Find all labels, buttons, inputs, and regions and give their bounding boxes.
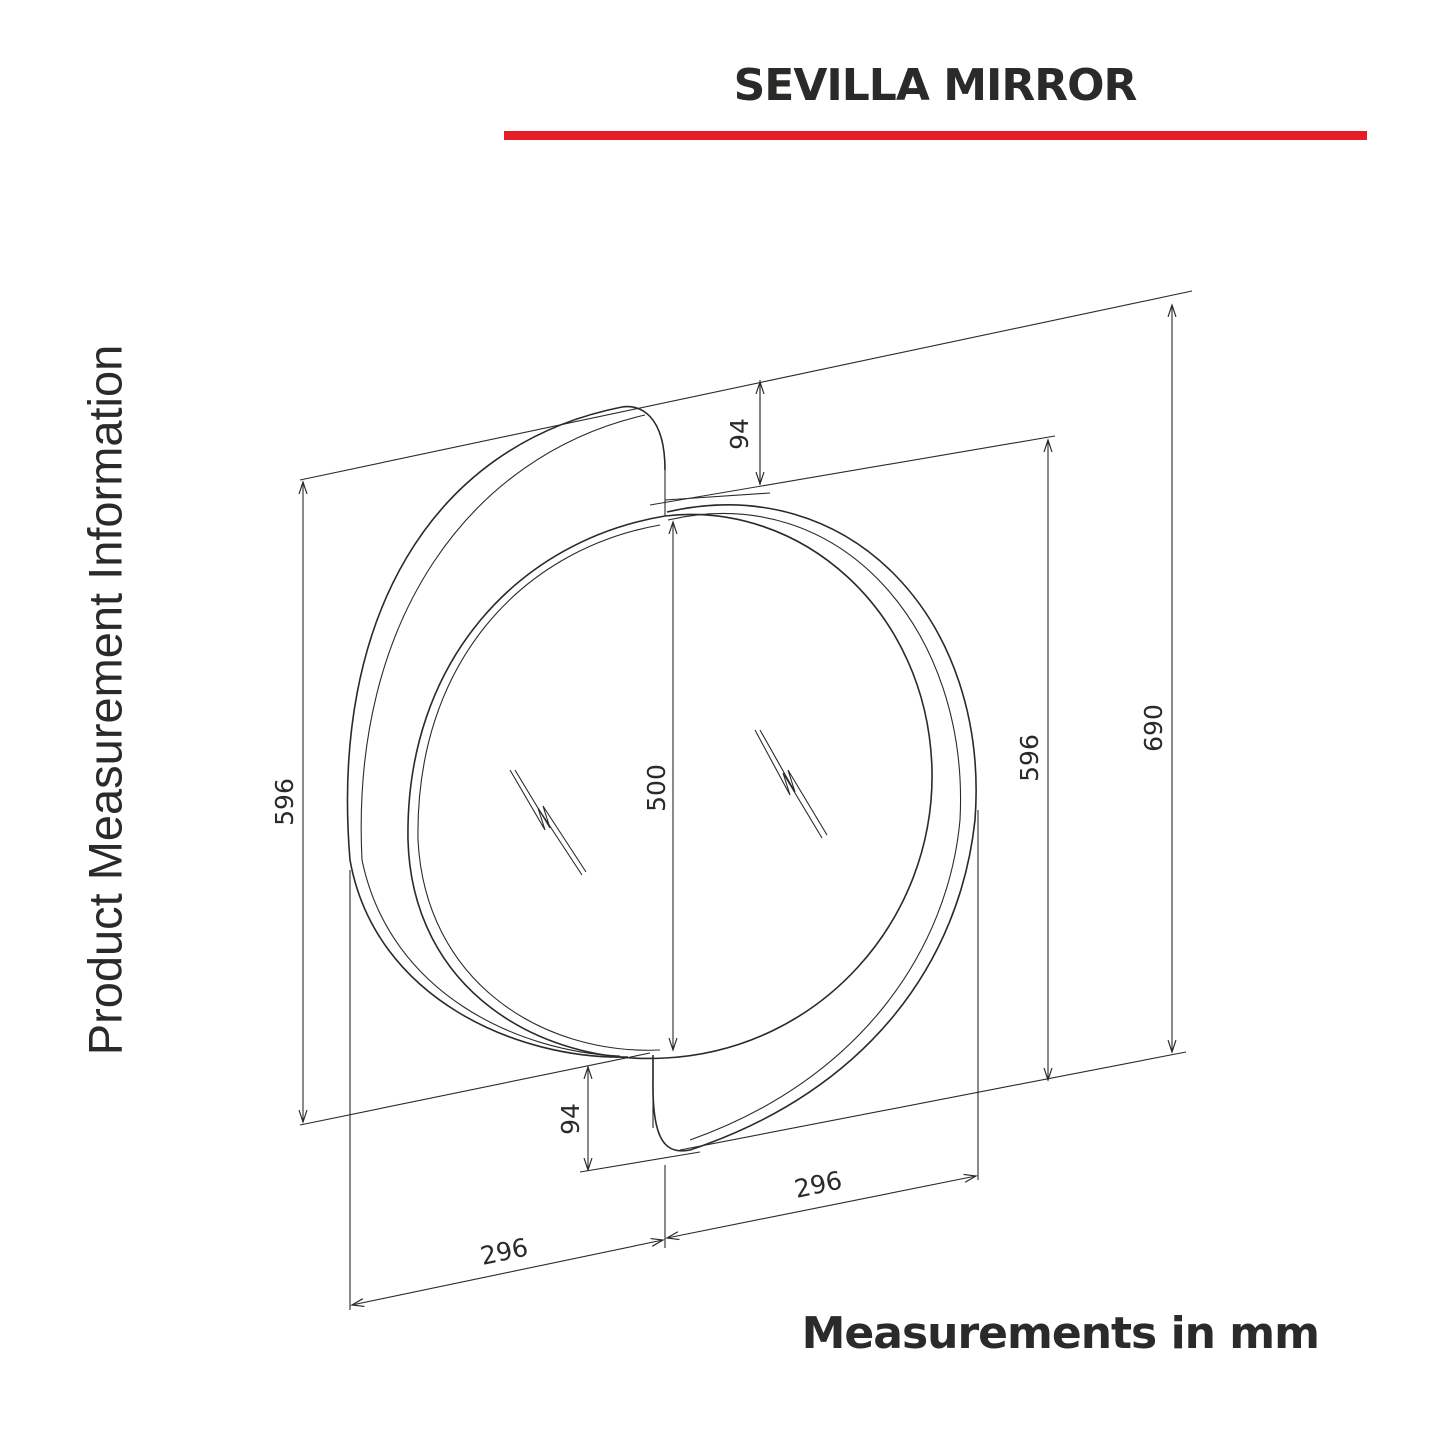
title-underline [504,131,1367,140]
left-frame-outer [346,405,666,1058]
right-frame-outer [652,504,977,1152]
dim-bottom-offset: 94 [556,1103,585,1135]
reflection-left [509,769,583,876]
reflection-right [754,729,823,839]
dim-top-offset: 94 [725,418,754,450]
dim-overall-height: 690 [1139,704,1168,752]
measurement-units-note: Measurements in mm [801,1308,1320,1359]
mirror-glass [407,513,933,1060]
dim-right-height: 596 [1015,734,1044,782]
left-frame-inner [360,414,646,1057]
page-title: SEVILLA MIRROR [733,60,1138,111]
right-frame-inner [667,513,962,1141]
dim-left-height: 596 [270,778,299,826]
mirror-glass-inner [417,524,661,1051]
dim-mirror-height: 500 [642,764,671,812]
dim-left-width: 296 [478,1233,531,1271]
dimension-lines [303,305,1172,1305]
reflection-left-2 [514,769,587,873]
dim-right-width: 296 [792,1166,845,1204]
mirror-outline [346,405,977,1152]
reflection-right-2 [759,729,828,836]
